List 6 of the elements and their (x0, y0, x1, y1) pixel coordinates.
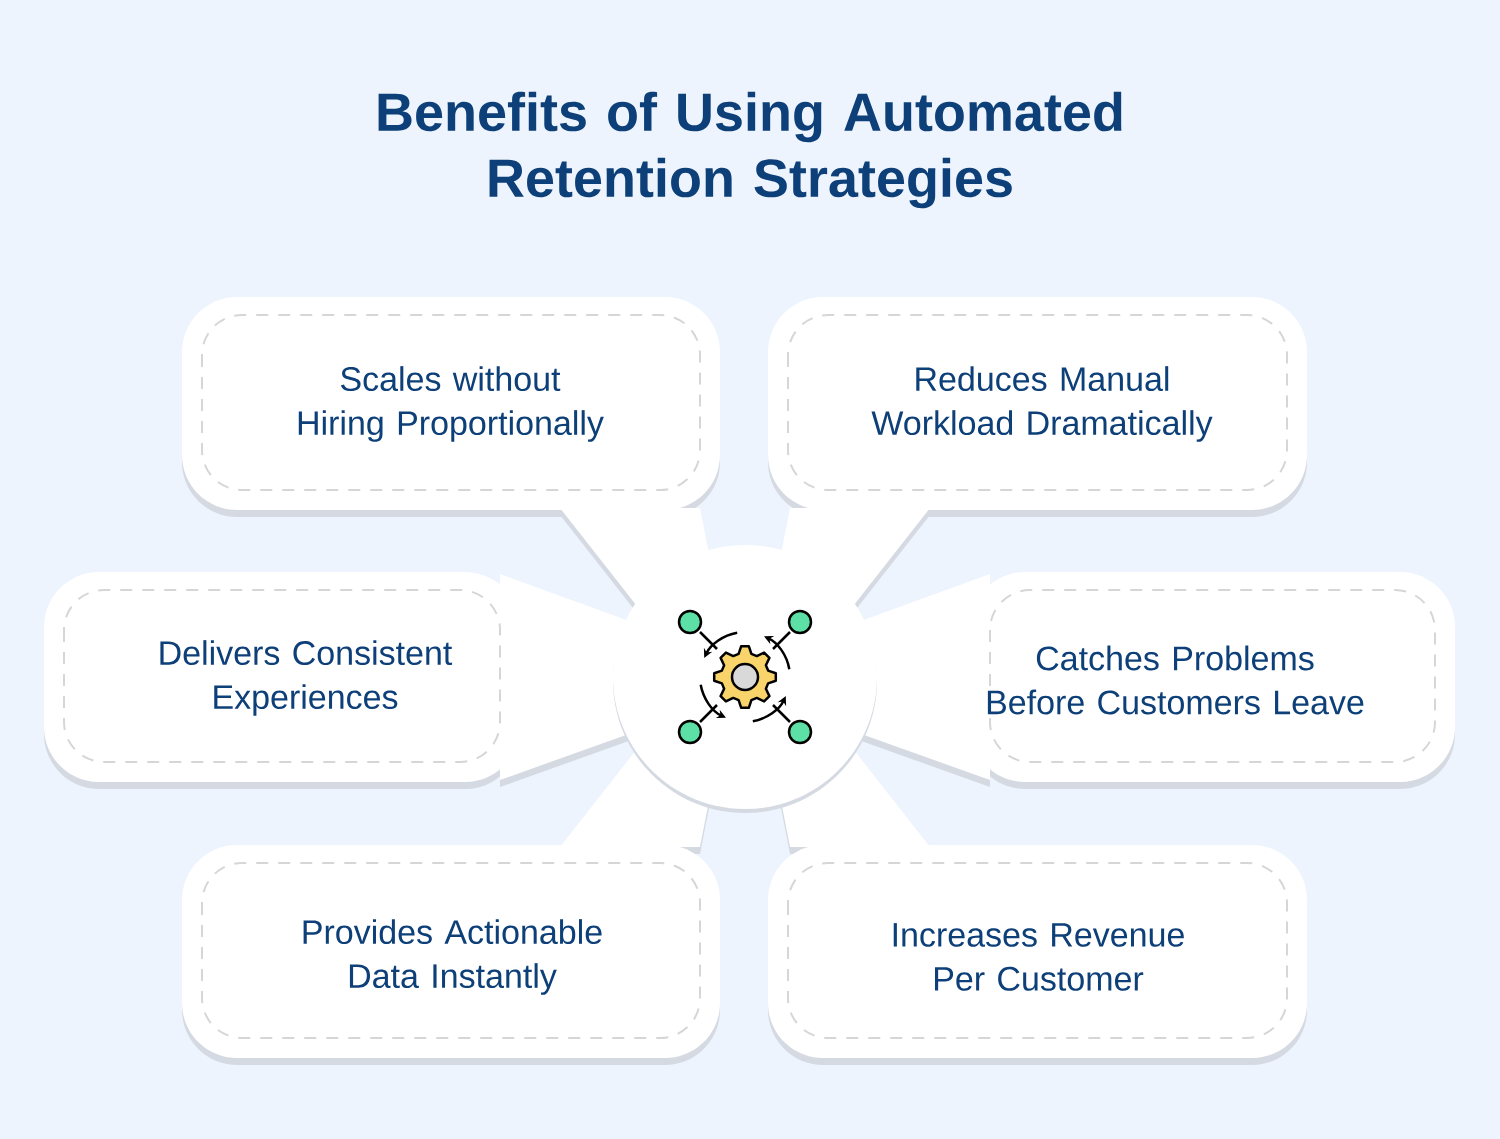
benefit-card: Increases Revenue Per Customer (768, 745, 1307, 1065)
benefit-card: Delivers Consistent Experiences (44, 572, 640, 789)
hub-circle (613, 545, 877, 813)
title: Benefits of Using Automated Retention Strategies (378, 91, 1122, 209)
benefit-card: Catches Problems Before Customers Leave (850, 572, 1455, 789)
benefit-card: Provides Actionable Data Instantly (182, 745, 720, 1065)
